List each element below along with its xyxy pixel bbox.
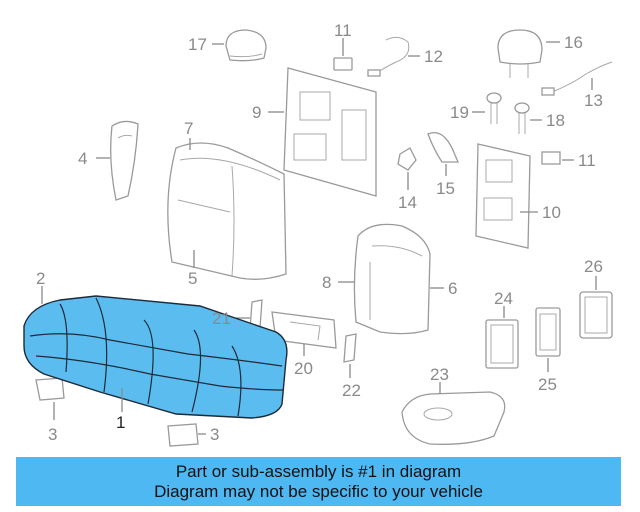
callout-8: 8	[322, 273, 331, 292]
callout-1: 1	[116, 413, 125, 432]
part-24-panel	[485, 306, 519, 369]
part-17-headrest	[212, 29, 267, 62]
part-13-cable	[541, 61, 613, 96]
part-26-panel	[579, 276, 613, 339]
callout-18: 18	[546, 111, 565, 130]
part-4-side-bolster	[96, 120, 139, 201]
part-10-seat-frame-right	[475, 143, 538, 249]
callout-9: 9	[252, 103, 261, 122]
part-19-guide	[472, 92, 502, 124]
callout-24: 24	[494, 289, 513, 308]
callout-11a: 11	[334, 21, 352, 40]
callout-3a: 3	[48, 425, 57, 444]
callout-19: 19	[450, 103, 469, 122]
callout-25: 25	[538, 375, 557, 394]
callout-7: 7	[184, 119, 193, 138]
part-14-bracket	[397, 147, 417, 190]
part-16-headrest	[497, 29, 560, 78]
callout-11b: 11	[578, 151, 596, 170]
part-11-clip-top	[333, 38, 353, 71]
callout-21: 21	[212, 309, 231, 328]
part-11-clip-right	[541, 151, 574, 165]
banner-line-2: Diagram may not be specific to your vehi…	[154, 481, 483, 501]
part-25-panel	[535, 307, 561, 372]
callout-13: 13	[584, 91, 603, 110]
part-9-seat-frame	[268, 67, 377, 197]
parts-diagram: 1 2 3 3 4 5 6 7 8 9 10 11 11 12 13 14 15…	[23, 21, 613, 447]
part-15-bracket	[427, 131, 459, 176]
callout-22: 22	[342, 381, 361, 400]
callout-12: 12	[424, 47, 443, 66]
part-3-clip-left	[35, 377, 65, 420]
callout-15: 15	[436, 179, 455, 198]
part-12-cable	[367, 36, 420, 77]
part-3-clip-right	[167, 423, 206, 447]
callout-10: 10	[542, 203, 561, 222]
callout-3b: 3	[210, 425, 219, 444]
part-5-seat-back	[167, 138, 287, 280]
callout-26: 26	[584, 257, 603, 276]
part-20-bracket	[271, 311, 337, 356]
callout-6: 6	[448, 279, 457, 298]
banner-line-1: Part or sub-assembly is #1 in diagram	[175, 461, 462, 481]
callout-4: 4	[78, 149, 87, 168]
callout-5: 5	[188, 269, 197, 288]
info-banner: Part or sub-assembly is #1 in diagram Di…	[16, 457, 621, 506]
callout-2: 2	[36, 269, 45, 288]
part-18-guide	[514, 102, 542, 134]
callout-23: 23	[430, 365, 449, 384]
callout-20: 20	[294, 359, 313, 378]
callout-17: 17	[188, 35, 207, 54]
part-22-bracket	[343, 333, 357, 378]
part-1-seat-cushion-highlighted	[23, 295, 288, 419]
callout-14: 14	[398, 193, 417, 212]
part-23-armrest	[401, 382, 506, 445]
callout-16: 16	[564, 33, 583, 52]
part-6-seat-back-cover	[338, 223, 444, 335]
